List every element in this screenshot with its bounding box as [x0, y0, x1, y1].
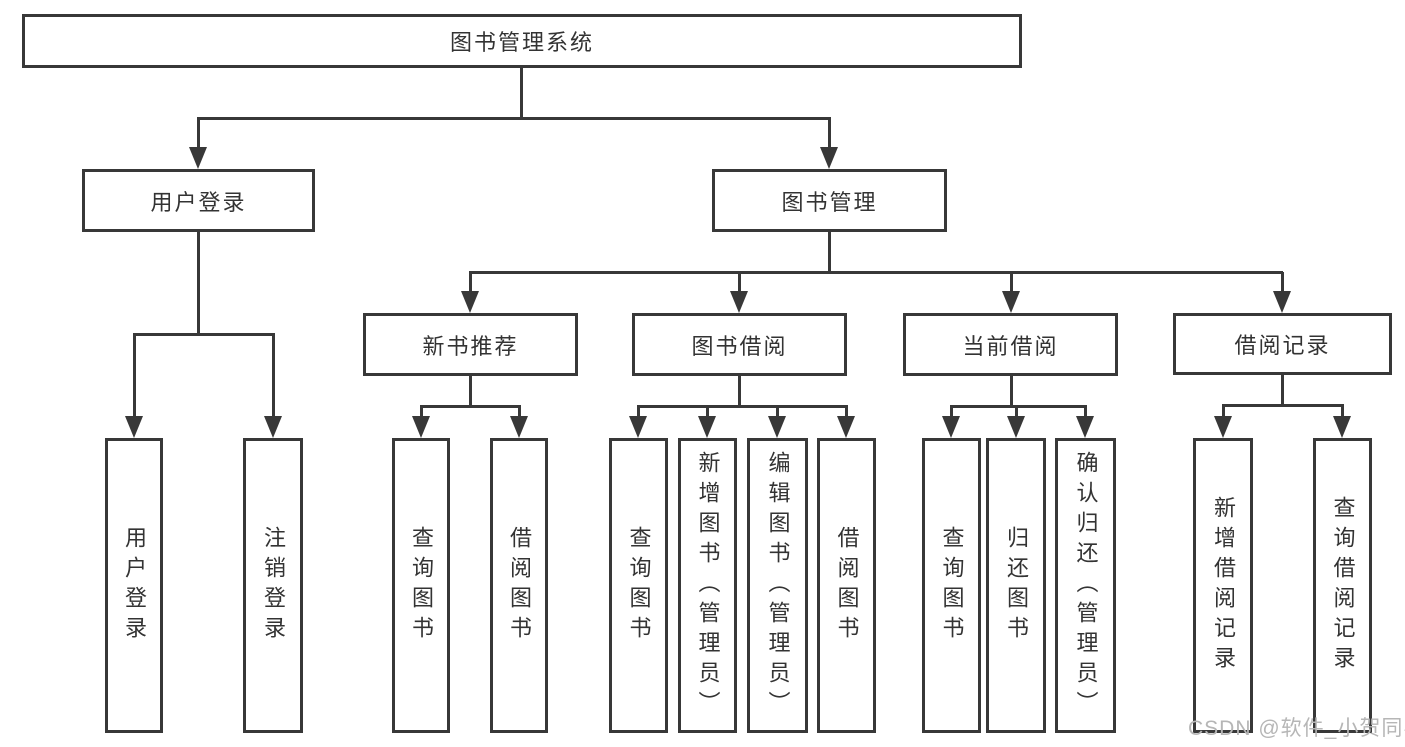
- connector-to-leaf-add-book: [706, 406, 709, 418]
- connector-to-leaf-query-books-3: [950, 406, 953, 418]
- arrowhead-leaf-borrow-books-1: [510, 416, 528, 438]
- leaf-query-books-2-label: 查询图书: [626, 525, 652, 646]
- connector-to-leaf-edit-book: [776, 406, 779, 418]
- arrowhead-leaf-edit-book: [768, 416, 786, 438]
- connector-borrow-records-rail: [1222, 404, 1344, 407]
- connector-root-to-user-login: [197, 117, 200, 150]
- connector-to-new-book-recommend: [469, 272, 472, 294]
- node-new-book-recommend: 新书推荐: [363, 313, 578, 376]
- connector-to-leaf-borrow-books-1: [518, 406, 521, 418]
- watermark: CSDN @软件_小贺同学: [1188, 717, 1405, 740]
- connector-new-book-recommend-rail: [420, 405, 521, 408]
- arrowhead-borrow-records: [1273, 291, 1291, 313]
- node-book-borrow: 图书借阅: [632, 313, 847, 376]
- leaf-confirm-return-admin: 确认归还（管理员）: [1055, 438, 1116, 733]
- node-borrow-records-label: 借阅记录: [1234, 333, 1331, 358]
- node-user-login-label: 用户登录: [150, 189, 247, 215]
- leaf-add-book-admin-label: 新增图书（管理员）: [695, 450, 721, 721]
- connector-borrow-records-stem: [1281, 375, 1284, 407]
- node-borrow-records: 借阅记录: [1173, 313, 1392, 375]
- arrowhead-leaf-add-book: [698, 416, 716, 438]
- connector-book-borrow-rail: [637, 405, 848, 408]
- arrowhead-leaf-query-books-3: [942, 416, 960, 438]
- connector-root-to-book-management: [828, 117, 831, 150]
- node-current-borrow-label: 当前借阅: [962, 333, 1059, 359]
- connector-root-rail: [197, 117, 831, 120]
- arrowhead-leaf-user-login: [125, 416, 143, 438]
- connector-to-current-borrow: [1010, 272, 1013, 294]
- arrowhead-book-management: [820, 147, 838, 169]
- node-book-borrow-label: 图书借阅: [691, 333, 788, 359]
- arrowhead-current-borrow: [1002, 291, 1020, 313]
- connector-user-login-stem: [197, 232, 200, 336]
- node-root: 图书管理系统: [22, 14, 1022, 68]
- connector-book-management-stem: [828, 232, 831, 274]
- leaf-logout-label: 注销登录: [261, 525, 286, 646]
- leaf-borrow-books-1-label: 借阅图书: [507, 525, 532, 646]
- connector-book-borrow-stem: [738, 376, 741, 408]
- arrowhead-leaf-query-books-1: [412, 416, 430, 438]
- connector-new-book-recommend-stem: [469, 376, 472, 408]
- connector-current-borrow-rail: [950, 405, 1087, 408]
- leaf-query-books-3-label: 查询图书: [939, 525, 965, 646]
- leaf-query-borrow-record: 查询借阅记录: [1313, 438, 1372, 733]
- arrowhead-leaf-logout: [264, 416, 282, 438]
- arrowhead-leaf-borrow-books-2: [837, 416, 855, 438]
- leaf-user-login: 用户登录: [105, 438, 163, 733]
- connector-to-leaf-confirm-return: [1084, 406, 1087, 418]
- leaf-return-book: 归还图书: [986, 438, 1046, 733]
- arrowhead-leaf-return-book: [1007, 416, 1025, 438]
- leaf-borrow-books-1: 借阅图书: [490, 438, 548, 733]
- leaf-query-books-1-label: 查询图书: [409, 525, 434, 646]
- node-user-login: 用户登录: [82, 169, 315, 232]
- leaf-add-borrow-record: 新增借阅记录: [1193, 438, 1253, 733]
- node-current-borrow: 当前借阅: [903, 313, 1118, 376]
- node-book-management: 图书管理: [712, 169, 947, 232]
- leaf-query-books-2: 查询图书: [609, 438, 668, 733]
- connector-to-borrow-records: [1281, 272, 1284, 294]
- connector-to-leaf-borrow-books-2: [845, 406, 848, 418]
- leaf-return-book-label: 归还图书: [1004, 525, 1029, 646]
- leaf-logout: 注销登录: [243, 438, 303, 733]
- node-new-book-recommend-label: 新书推荐: [422, 333, 519, 359]
- arrowhead-leaf-confirm-return: [1076, 416, 1094, 438]
- arrowhead-leaf-query-books-2: [629, 416, 647, 438]
- arrowhead-leaf-query-record: [1333, 416, 1351, 438]
- leaf-confirm-return-admin-label: 确认归还（管理员）: [1073, 450, 1099, 721]
- connector-user-login-rail: [133, 333, 275, 336]
- arrowhead-user-login: [189, 147, 207, 169]
- connector-to-leaf-user-login: [133, 334, 136, 418]
- connector-to-leaf-return-book: [1015, 406, 1018, 418]
- connector-current-borrow-stem: [1010, 376, 1013, 408]
- leaf-borrow-books-2: 借阅图书: [817, 438, 876, 733]
- connector-to-leaf-query-books-2: [637, 406, 640, 418]
- leaf-query-books-1: 查询图书: [392, 438, 450, 733]
- leaf-edit-book-admin: 编辑图书（管理员）: [747, 438, 808, 733]
- leaf-query-books-3: 查询图书: [922, 438, 981, 733]
- connector-to-book-borrow: [738, 272, 741, 294]
- arrowhead-book-borrow: [730, 291, 748, 313]
- leaf-user-login-label: 用户登录: [122, 525, 147, 646]
- connector-to-leaf-logout: [272, 334, 275, 418]
- arrowhead-new-book-recommend: [461, 291, 479, 313]
- arrowhead-leaf-add-record: [1214, 416, 1232, 438]
- leaf-add-borrow-record-label: 新增借阅记录: [1211, 495, 1236, 676]
- leaf-query-borrow-record-label: 查询借阅记录: [1330, 495, 1356, 676]
- connector-book-management-rail: [469, 271, 1283, 274]
- leaf-edit-book-admin-label: 编辑图书（管理员）: [765, 450, 791, 721]
- connector-to-leaf-query-record: [1341, 405, 1344, 418]
- node-book-management-label: 图书管理: [781, 189, 878, 215]
- connector-root-stem: [520, 68, 523, 119]
- node-root-label: 图书管理系统: [449, 30, 594, 55]
- connector-to-leaf-add-record: [1222, 405, 1225, 418]
- leaf-add-book-admin: 新增图书（管理员）: [678, 438, 737, 733]
- leaf-borrow-books-2-label: 借阅图书: [834, 525, 860, 646]
- connector-to-leaf-query-books-1: [420, 406, 423, 418]
